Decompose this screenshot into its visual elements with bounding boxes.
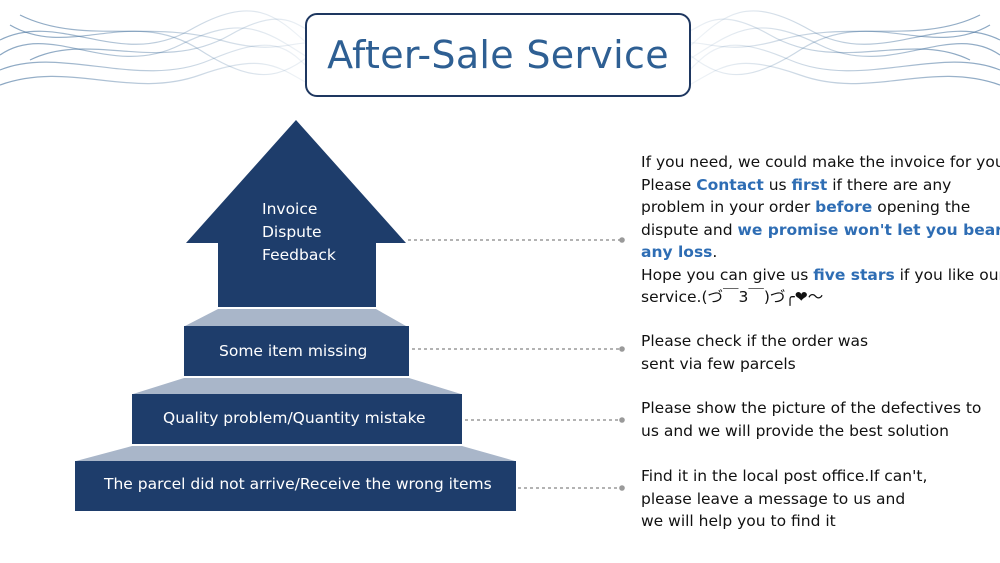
desc-arrow: If you need, we could make the invoice f… — [641, 151, 1000, 309]
desc-arrow-line: any loss. — [641, 243, 718, 261]
arrow-shape — [186, 120, 406, 307]
arrow-label-invoice: Invoice — [262, 200, 318, 218]
step-1-block — [184, 326, 409, 376]
step-1-top — [185, 309, 406, 326]
desc-step-1-line: sent via few parcels — [641, 354, 796, 373]
desc-step-1: Please check if the order was sent via f… — [641, 330, 868, 375]
step-3-label: The parcel did not arrive/Receive the wr… — [104, 475, 492, 493]
desc-arrow-line: Please Contact us first if there are any — [641, 175, 952, 194]
arrow-label-feedback: Feedback — [262, 246, 336, 264]
step-1-label: Some item missing — [219, 342, 368, 360]
step-2-top — [133, 378, 461, 394]
desc-step-3-line: Find it in the local post office.If can'… — [641, 467, 928, 485]
desc-arrow-line: service.(づ￣3￣)づ╭❤～ — [641, 288, 824, 306]
desc-step-2: Please show the picture of the defective… — [641, 397, 981, 442]
arrow-label-dispute: Dispute — [262, 223, 322, 241]
arrow-labels: Invoice Dispute Feedback — [262, 198, 336, 267]
connector-dot — [619, 417, 625, 423]
connector-dot — [619, 237, 625, 243]
desc-step-2-line: Please show the picture of the defective… — [641, 399, 982, 417]
connector-dot — [619, 485, 625, 491]
title-box: After-Sale Service — [305, 13, 691, 97]
desc-step-1-line: Please check if the order was — [641, 332, 869, 350]
desc-arrow-line: If you need, we could make the invoice f… — [641, 153, 1000, 171]
step-2-label: Quality problem/Quantity mistake — [163, 409, 426, 427]
step-3-block — [75, 461, 516, 511]
connector-dot — [619, 346, 625, 352]
step-3-top — [76, 446, 515, 461]
desc-step-3-line: please leave a message to us and — [641, 489, 906, 508]
smoke-banner — [0, 10, 1000, 91]
step-2-block — [132, 394, 462, 444]
desc-arrow-line: problem in your order before opening the — [641, 198, 971, 216]
desc-step-3-line: we will help you to find it — [641, 512, 836, 530]
desc-step-2-line: us and we will provide the best solution — [641, 421, 949, 440]
page-title: After-Sale Service — [327, 33, 669, 77]
desc-arrow-line: dispute and we promise won't let you bea… — [641, 220, 1000, 239]
desc-arrow-line: Hope you can give us five stars if you l… — [641, 265, 1000, 284]
desc-step-3: Find it in the local post office.If can'… — [641, 465, 927, 533]
